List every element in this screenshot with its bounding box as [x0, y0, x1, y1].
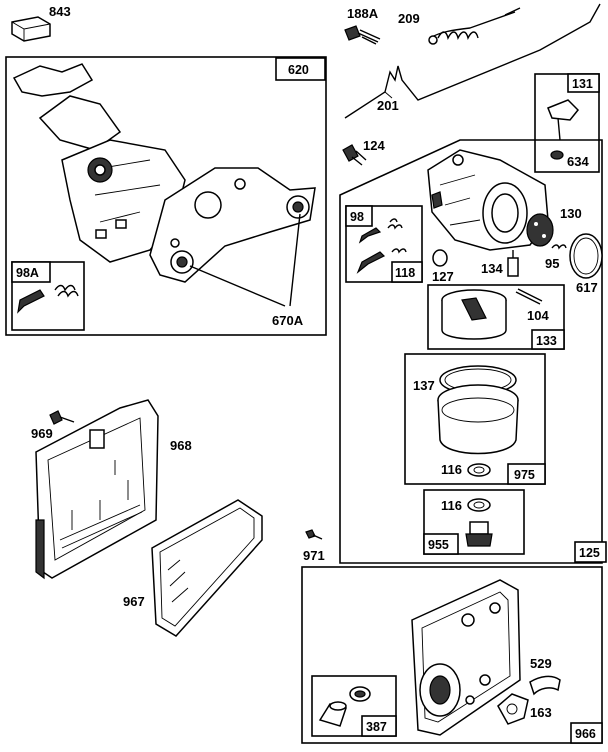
part-201-throttle-rod[interactable] — [344, 3, 601, 119]
assembly-620-frame — [5, 56, 327, 336]
assembly-131-tag[interactable] — [567, 73, 600, 93]
part-133-float[interactable] — [441, 289, 507, 340]
part-969-screw[interactable] — [49, 410, 75, 425]
assembly-98a-label: 98A — [16, 266, 39, 280]
assembly-955-frame — [423, 489, 525, 555]
assembly-98a-tag[interactable] — [11, 261, 51, 283]
assembly-133-tag[interactable] — [531, 329, 565, 350]
assembly-133-frame — [427, 284, 565, 350]
label-124: 124 — [363, 138, 385, 153]
label-969: 969 — [31, 426, 53, 441]
part-529-hose[interactable] — [529, 675, 561, 696]
assembly-975-frame — [404, 353, 546, 485]
label-137: 137 — [413, 378, 435, 393]
part-670a-bracket[interactable] — [12, 63, 316, 283]
assembly-966-tag[interactable] — [570, 722, 603, 744]
assembly-387-tag[interactable] — [361, 715, 397, 737]
part-137-gasket-bowl[interactable] — [437, 365, 519, 455]
assembly-620-tag[interactable] — [275, 57, 326, 81]
part-98a-screw-spring[interactable] — [17, 284, 79, 314]
label-95: 95 — [545, 256, 559, 271]
part-843-cap[interactable] — [11, 16, 51, 42]
label-134: 134 — [481, 261, 503, 276]
assembly-387-frame — [311, 675, 397, 737]
label-967: 967 — [123, 594, 145, 609]
assembly-966-label: 966 — [575, 727, 596, 741]
part-617-o-ring[interactable] — [569, 233, 603, 279]
assembly-98-label: 98 — [350, 210, 364, 224]
assembly-975-label: 975 — [514, 468, 535, 482]
label-201: 201 — [377, 98, 399, 113]
leader-670a — [189, 213, 301, 307]
label-968: 968 — [170, 438, 192, 453]
part-209-spring-link[interactable] — [428, 7, 521, 45]
assembly-131-label: 131 — [572, 77, 593, 91]
part-968-air-filter-base[interactable] — [35, 399, 159, 580]
assembly-125-tag[interactable] — [574, 541, 607, 563]
part-104-float-pin[interactable] — [515, 288, 543, 305]
assembly-620-label: 620 — [288, 63, 309, 77]
assembly-966-frame — [301, 566, 603, 744]
assembly-118-tag[interactable] — [391, 261, 423, 283]
part-163-gasket[interactable] — [497, 693, 529, 725]
label-843: 843 — [49, 4, 71, 19]
part-955-bowl-nut[interactable] — [465, 521, 493, 547]
part-134-fitting[interactable] — [507, 250, 519, 277]
part-131-choke-lever[interactable] — [547, 99, 580, 160]
label-529: 529 — [530, 656, 552, 671]
label-130: 130 — [560, 206, 582, 221]
assembly-387-label: 387 — [366, 720, 387, 734]
part-98-mixture-screws[interactable] — [356, 218, 407, 274]
label-209: 209 — [398, 11, 420, 26]
assembly-131-frame — [534, 73, 600, 173]
part-967-filter-element[interactable] — [151, 499, 263, 637]
label-971: 971 — [303, 548, 325, 563]
part-188a-screw[interactable] — [344, 25, 381, 45]
part-124-screw[interactable] — [342, 144, 367, 166]
carburetor-body[interactable] — [427, 149, 549, 251]
part-127-plug[interactable] — [432, 249, 448, 267]
part-116-washer-b[interactable] — [467, 498, 491, 512]
label-163: 163 — [530, 705, 552, 720]
part-130-bowl-plate[interactable] — [526, 213, 554, 247]
assembly-133-label: 133 — [536, 334, 557, 348]
label-104: 104 — [527, 308, 549, 323]
assembly-955-tag[interactable] — [423, 533, 459, 555]
label-188a: 188A — [347, 6, 379, 21]
label-670a: 670A — [272, 313, 304, 328]
part-116-washer-a[interactable] — [467, 463, 491, 477]
assembly-955-label: 955 — [428, 538, 449, 552]
part-966-intake-housing[interactable] — [411, 579, 521, 736]
part-387-breather-tube[interactable] — [318, 686, 371, 727]
assembly-125-label: 125 — [579, 546, 600, 560]
assembly-975-tag[interactable] — [507, 463, 546, 485]
assembly-118-label: 118 — [395, 266, 415, 280]
label-127: 127 — [432, 269, 454, 284]
label-617: 617 — [576, 280, 598, 295]
assembly-125-frame — [339, 139, 603, 564]
part-971-screw[interactable] — [305, 529, 323, 540]
part-95-spring[interactable] — [551, 244, 567, 250]
label-116-b: 116 — [441, 498, 462, 513]
label-634: 634 — [567, 154, 589, 169]
label-116-a: 116 — [441, 462, 462, 477]
assembly-98-tag[interactable] — [345, 205, 373, 227]
assembly-98-frame — [345, 205, 423, 283]
